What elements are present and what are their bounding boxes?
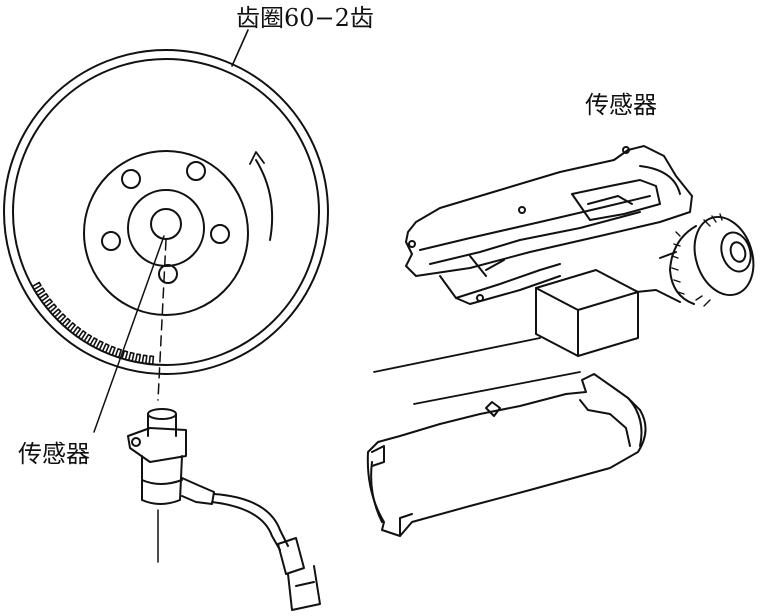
tooth xyxy=(32,283,153,365)
sensor-housing-cover xyxy=(406,146,692,304)
hub-outer xyxy=(84,151,248,315)
bolt-hole xyxy=(211,225,229,243)
flywheel xyxy=(4,50,328,374)
sensor-bottom-shell xyxy=(368,374,646,536)
hub-inner xyxy=(128,190,204,266)
assembly-guide-line xyxy=(374,338,540,372)
tooth-ring-label: 齿圈60−2齿 xyxy=(236,4,374,32)
bolt-hole xyxy=(159,265,177,283)
crank-sensor xyxy=(128,409,320,610)
tooth-ring-teeth xyxy=(32,283,153,365)
bolt-hole xyxy=(187,162,205,180)
sensor-left-leader xyxy=(94,236,164,432)
sensor-label-left: 传感器 xyxy=(18,440,90,468)
center-bore xyxy=(151,209,181,239)
sensor-knurled-head xyxy=(636,209,760,306)
assembly-guide-line xyxy=(414,372,580,404)
tooth-ring-leader xyxy=(232,30,248,66)
flywheel-inner-rim xyxy=(13,59,319,365)
bolt-hole xyxy=(122,170,140,188)
rotation-arrowhead xyxy=(250,152,264,164)
alignment-line xyxy=(158,240,166,400)
sensor-label-right: 传感器 xyxy=(585,91,657,119)
flywheel-outer-rim xyxy=(4,50,328,374)
sensor-magnet-block xyxy=(536,270,638,356)
bolt-hole xyxy=(102,232,120,250)
rotation-arrow xyxy=(256,160,272,240)
